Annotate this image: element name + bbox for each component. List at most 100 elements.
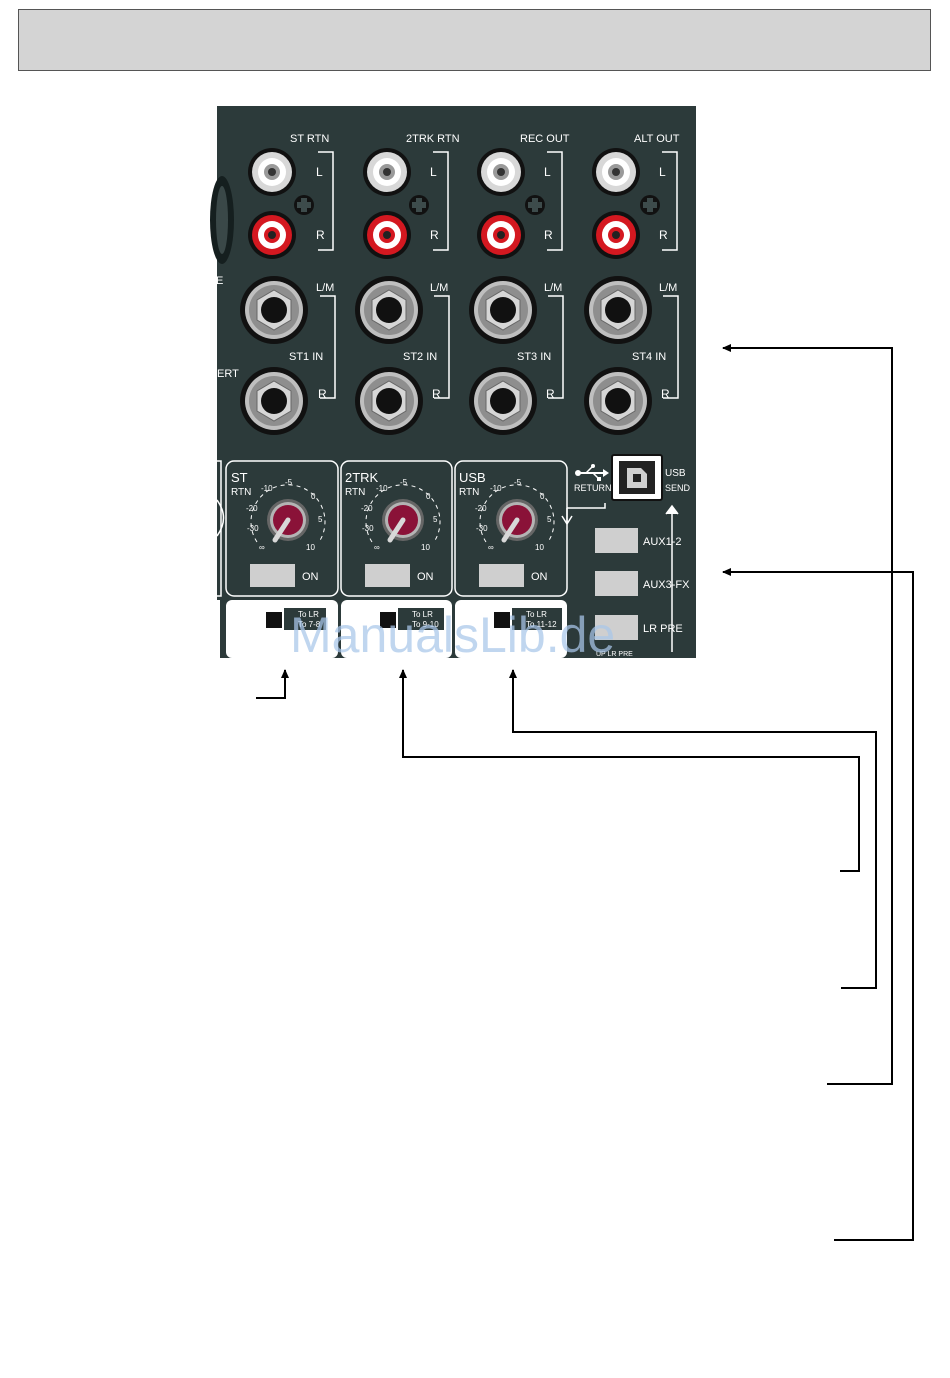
svg-text:5: 5 — [318, 515, 323, 524]
stereo-in-label: ST4 IN — [632, 351, 666, 363]
svg-text:∞: ∞ — [488, 543, 494, 552]
return-section: ST RTN -10 -5 0 -20 5 -30 ∞ 10 ON — [225, 460, 339, 597]
on-button[interactable] — [365, 564, 410, 587]
routing-switch[interactable]: To LR To 9-10 — [380, 608, 444, 630]
quarter-inch-jack[interactable] — [584, 367, 652, 435]
rca-l-label: L — [544, 165, 551, 179]
return-sub: RTN — [231, 487, 251, 498]
svg-text:-30: -30 — [362, 524, 374, 533]
rtn-level-knob[interactable] — [496, 499, 538, 543]
svg-text:-30: -30 — [476, 524, 488, 533]
routing-switch[interactable]: To LR To 7-8 — [266, 608, 326, 630]
connector-column: REC OUT L R L/M ST3 IN R — [469, 133, 570, 435]
jack-r-label: R — [546, 387, 555, 401]
usb-send-label: SEND — [665, 483, 691, 493]
rca-r-label: R — [544, 228, 553, 242]
column-title: ALT OUT — [634, 133, 680, 145]
return-sub: RTN — [345, 487, 365, 498]
svg-text:0: 0 — [540, 492, 545, 501]
column-title: REC OUT — [520, 133, 570, 145]
screw-icon — [525, 195, 545, 215]
rtn-level-knob[interactable] — [267, 499, 309, 543]
partial-label-1: E — [216, 275, 223, 287]
leader-line-st-route — [256, 669, 289, 699]
jack-lm-label: L/M — [316, 282, 334, 294]
usb-label: USB — [665, 468, 686, 479]
jack-r-label: R — [432, 387, 441, 401]
return-section: 2TRK RTN -10 -5 0 -20 5 -30 ∞ 10 ON — [340, 460, 453, 597]
connector-column: ST RTN L R L/M ST1 IN R — [240, 133, 336, 435]
rca-l-label: L — [316, 165, 323, 179]
send-button-aux3-fx[interactable] — [595, 571, 638, 596]
send-button-lr-pre[interactable] — [595, 615, 638, 640]
rca-jack-red[interactable] — [477, 211, 525, 259]
route-sub-label: To 9-10 — [412, 620, 439, 629]
svg-text:∞: ∞ — [259, 543, 265, 552]
leader-line-stereo-in — [722, 344, 893, 1085]
route-lr-label: To LR — [526, 610, 547, 619]
rca-jack-red[interactable] — [592, 211, 640, 259]
quarter-inch-jack[interactable] — [355, 367, 423, 435]
svg-text:∞: ∞ — [374, 543, 380, 552]
leader-line-usb-route — [509, 669, 877, 989]
connector-column: ALT OUT L R L/M ST4 IN R — [584, 133, 680, 435]
send-button-aux1-2[interactable] — [595, 528, 638, 553]
rca-jack-red[interactable] — [363, 211, 411, 259]
partial-label-2: ERT — [217, 368, 239, 380]
svg-text:5: 5 — [433, 515, 438, 524]
routing-switch[interactable]: To LR To 11-12 — [494, 608, 562, 630]
jack-lm-label: L/M — [430, 282, 448, 294]
quarter-inch-jack[interactable] — [240, 367, 308, 435]
screw-icon — [409, 195, 429, 215]
screw-icon — [640, 195, 660, 215]
quarter-inch-jack[interactable] — [469, 276, 537, 344]
send-label: LR PRE — [643, 623, 683, 635]
svg-text:-20: -20 — [246, 504, 258, 513]
svg-text:-30: -30 — [247, 524, 259, 533]
svg-text:-10: -10 — [376, 484, 388, 493]
rca-jack-white[interactable] — [592, 148, 640, 196]
route-lr-label: To LR — [298, 610, 319, 619]
jack-lm-label: L/M — [659, 282, 677, 294]
svg-text:-5: -5 — [285, 478, 293, 487]
on-label: ON — [531, 571, 548, 583]
rca-jack-white[interactable] — [363, 148, 411, 196]
callout-leaders — [256, 344, 914, 1241]
quarter-inch-jack[interactable] — [469, 367, 537, 435]
svg-text:0: 0 — [426, 492, 431, 501]
quarter-inch-jack[interactable] — [355, 276, 423, 344]
on-button[interactable] — [250, 564, 295, 587]
column-title: 2TRK RTN — [406, 133, 460, 145]
knob-scale: -10 -5 0 -20 5 -30 ∞ 10 — [475, 478, 555, 552]
rtn-level-knob[interactable] — [382, 499, 424, 543]
send-label: AUX1-2 — [643, 536, 682, 548]
rca-l-label: L — [430, 165, 437, 179]
knob-scale: -10 -5 0 -20 5 -30 ∞ 10 — [246, 478, 326, 552]
on-label: ON — [417, 571, 434, 583]
quarter-inch-jack[interactable] — [240, 276, 308, 344]
svg-text:10: 10 — [306, 543, 315, 552]
svg-text:10: 10 — [421, 543, 430, 552]
quarter-inch-jack[interactable] — [584, 276, 652, 344]
stereo-in-label: ST1 IN — [289, 351, 323, 363]
screw-icon — [294, 195, 314, 215]
usb-return-label: RETURN — [574, 483, 612, 493]
svg-text:-10: -10 — [261, 484, 273, 493]
header-bar — [18, 9, 931, 71]
rca-jack-white[interactable] — [477, 148, 525, 196]
leader-line-aux3-fx — [722, 568, 914, 1241]
return-name: ST — [231, 470, 248, 485]
rca-jack-white[interactable] — [248, 148, 296, 196]
svg-text:-5: -5 — [400, 478, 408, 487]
jack-r-label: R — [318, 387, 327, 401]
usb-trident-icon — [575, 464, 609, 481]
rca-jack-red[interactable] — [248, 211, 296, 259]
svg-text:-20: -20 — [361, 504, 373, 513]
partial-xlr-connector — [210, 176, 234, 264]
on-button[interactable] — [479, 564, 524, 587]
svg-text:0: 0 — [311, 492, 316, 501]
route-lr-label: To LR — [412, 610, 433, 619]
rca-r-label: R — [430, 228, 439, 242]
usb-b-port[interactable] — [611, 454, 663, 501]
column-title: ST RTN — [290, 133, 329, 145]
